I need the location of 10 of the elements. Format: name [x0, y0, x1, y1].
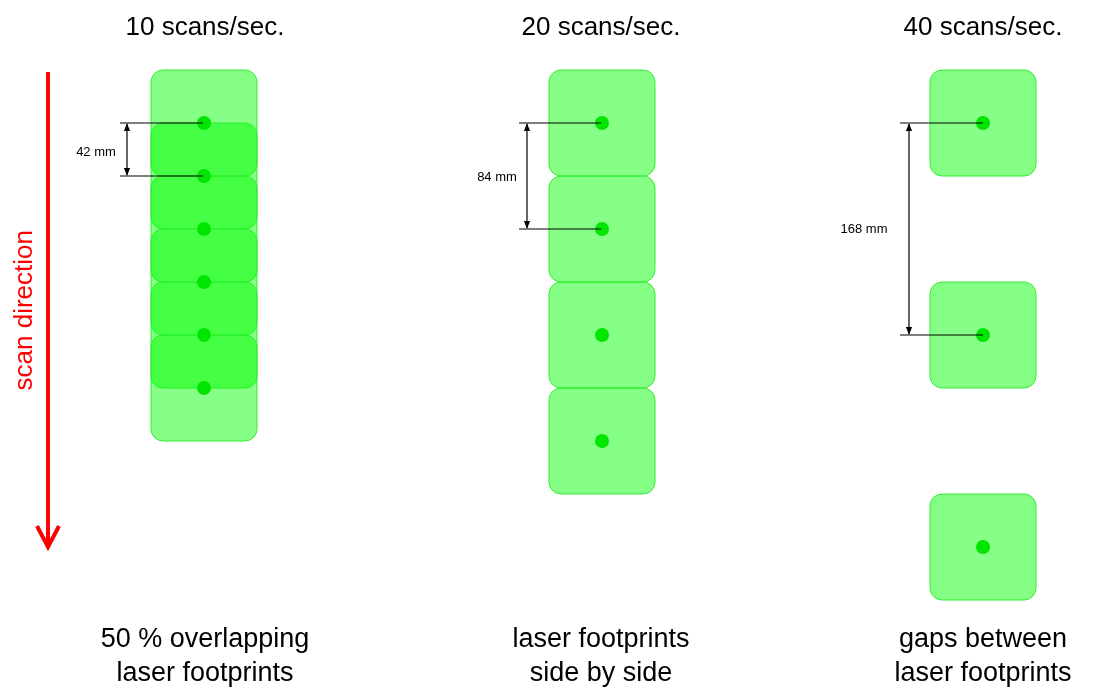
column-heading: 20 scans/sec.	[520, 10, 682, 43]
dimension-label: 42 mm	[75, 144, 117, 161]
column-caption: 50 % overlapping laser footprints	[99, 622, 311, 689]
column-heading: 40 scans/sec.	[902, 10, 1064, 43]
column-caption: gaps between laser footprints	[893, 622, 1073, 689]
dimension-label: 168 mm	[839, 221, 889, 238]
column-caption: laser footprints side by side	[511, 622, 691, 689]
direction-label: scan direction	[6, 228, 39, 393]
dimension-label: 84 mm	[476, 169, 518, 186]
column-heading: 10 scans/sec.	[124, 10, 286, 43]
